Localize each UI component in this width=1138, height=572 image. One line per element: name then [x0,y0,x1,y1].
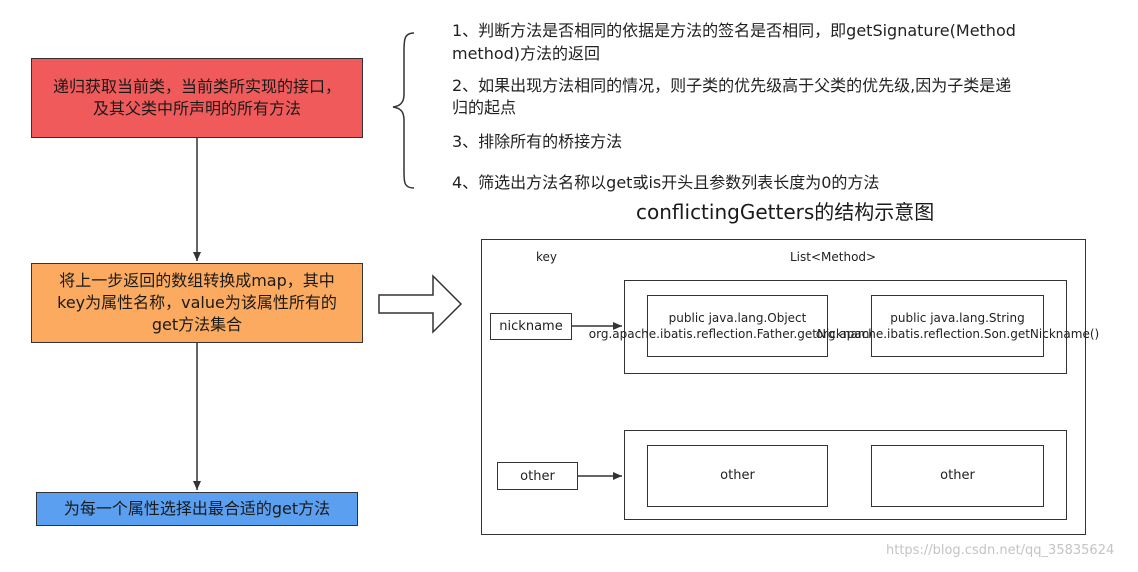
note-2-line-2: 归的起点 [452,98,517,117]
map-key-other: other [497,462,578,490]
note-3: 3、排除所有的桥接方法 [452,132,623,151]
flow-step-2: 将上一步返回的数组转换成map，其中key为属性名称，value为该属性所有的g… [31,263,363,343]
method-other-1: other [647,445,828,507]
key-column-header: key [536,250,558,264]
map-key-nickname: nickname [490,313,572,340]
flow-step-1-text: 递归获取当前类，当前类所实现的接口，及其父类中所声明的所有方法 [52,77,341,118]
note-2-line-1: 2、如果出现方法相同的情况，则子类的优先级高于父类的优先级,因为子类是递 [452,76,1012,95]
method-other-1-label: other [720,468,755,483]
method-father-getnickname: public java.lang.Object org.apache.ibati… [589,295,886,357]
watermark: https://blog.csdn.net/qq_35835624 [886,543,1115,558]
map-key-other-label: other [520,468,555,484]
method-other-2: other [871,445,1044,507]
map-diagram-title: conflictingGetters的结构示意图 [636,200,935,224]
flow-step-3-text: 为每一个属性选择出最合适的get方法 [63,499,331,518]
note-1-line-2: method)方法的返回 [452,44,601,63]
notes-brace [392,32,415,189]
method-son-getnickname-label: public java.lang.String org.apache.ibati… [815,311,1100,341]
note-1-line-1: 1、判断方法是否相同的依据是方法的签名是否相同，即getSignature(Me… [452,21,1016,40]
map-key-nickname-label: nickname [499,319,563,334]
method-son-getnickname: public java.lang.String org.apache.ibati… [816,295,1099,357]
flow-step-1: 递归获取当前类，当前类所实现的接口，及其父类中所声明的所有方法 [31,58,363,138]
map-frame [481,239,1086,535]
flow-step-3: 为每一个属性选择出最合适的get方法 [36,492,358,526]
method-father-getnickname-label: public java.lang.Object org.apache.ibati… [588,311,887,341]
value-column-header: List<Method> [790,250,877,264]
flow-step-2-text: 将上一步返回的数组转换成map，其中key为属性名称，value为该属性所有的g… [57,271,337,334]
method-other-2-label: other [940,468,975,483]
big-right-arrow [378,274,463,334]
note-4: 4、筛选出方法名称以get或is开头且参数列表长度为0的方法 [452,173,880,192]
